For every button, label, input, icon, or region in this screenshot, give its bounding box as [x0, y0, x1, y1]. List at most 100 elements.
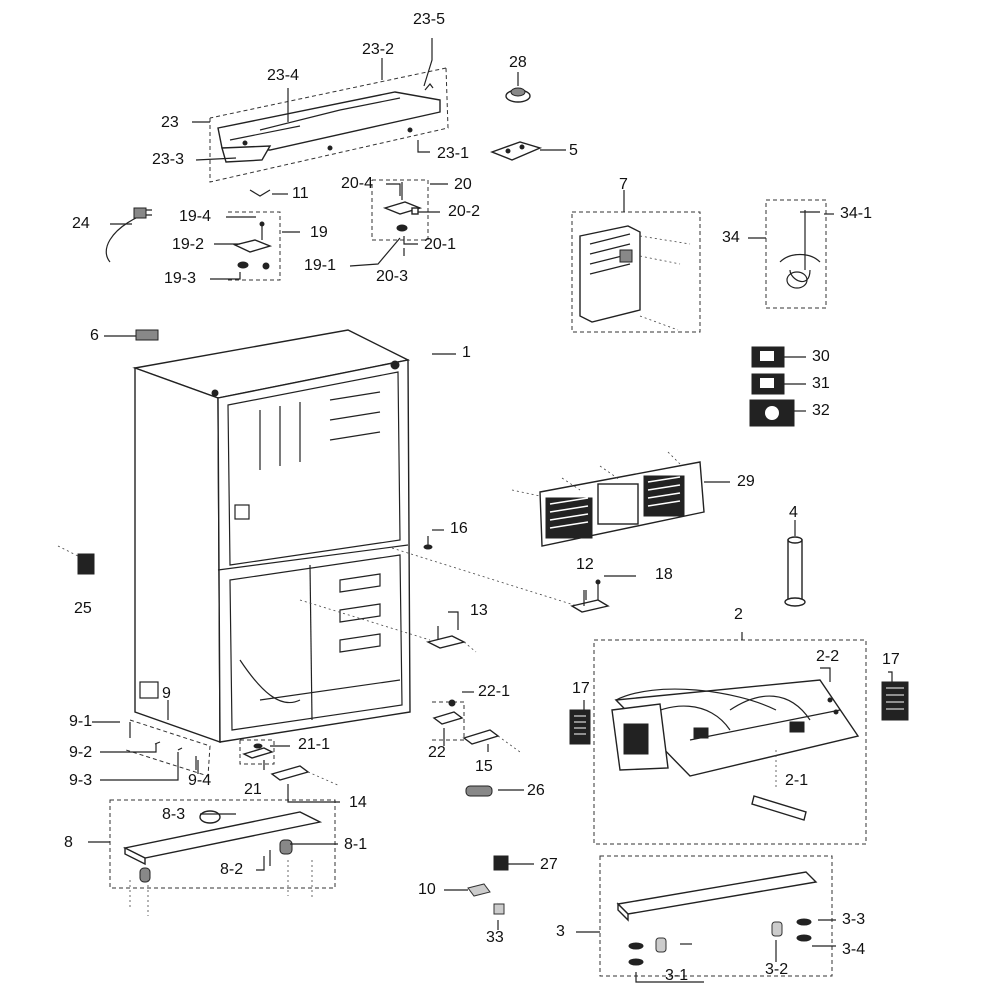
- label-part-17-left[interactable]: 17: [572, 680, 590, 697]
- part-29-rear-grille[interactable]: [511, 451, 705, 547]
- label-part-6[interactable]: 6: [90, 327, 99, 344]
- label-part-19-2[interactable]: 19-2: [172, 236, 205, 253]
- part-25-cover[interactable]: [57, 545, 95, 575]
- label-part-29[interactable]: 29: [737, 473, 755, 490]
- part-34-tube-assembly[interactable]: [765, 199, 827, 309]
- label-part-16[interactable]: 16: [450, 520, 468, 537]
- label-part-15[interactable]: 15: [475, 758, 493, 775]
- label-part-33[interactable]: 33: [486, 929, 504, 946]
- label-part-34-1[interactable]: 34-1: [840, 205, 873, 222]
- label-part-18[interactable]: 18: [655, 566, 673, 583]
- label-part-23-1[interactable]: 23-1: [437, 145, 470, 162]
- label-part-32[interactable]: 32: [812, 402, 830, 419]
- label-part-12[interactable]: 12: [576, 556, 594, 573]
- label-part-9[interactable]: 9: [162, 685, 171, 702]
- part-17-grille-right[interactable]: [881, 681, 909, 721]
- label-part-17-right[interactable]: 17: [882, 651, 900, 668]
- label-part-30[interactable]: 30: [812, 348, 830, 365]
- label-part-22[interactable]: 22: [428, 744, 446, 761]
- label-part-19-4[interactable]: 19-4: [179, 208, 212, 225]
- part-19-hinge-assembly[interactable]: [228, 211, 281, 281]
- label-part-22-1[interactable]: 22-1: [478, 683, 511, 700]
- part-14-bracket[interactable]: [270, 765, 341, 787]
- part-8-base-plate-assembly[interactable]: [109, 799, 336, 916]
- part-13-bracket[interactable]: [425, 626, 477, 653]
- label-part-9-3[interactable]: 9-3: [69, 772, 93, 789]
- label-part-8[interactable]: 8: [64, 834, 73, 851]
- label-part-23-4[interactable]: 23-4: [267, 67, 300, 84]
- part-33-nut[interactable]: [493, 903, 505, 915]
- part-18-screw[interactable]: [595, 579, 601, 600]
- label-part-19[interactable]: 19: [310, 224, 328, 241]
- label-part-31[interactable]: 31: [812, 375, 830, 392]
- label-part-24[interactable]: 24: [72, 215, 90, 232]
- label-part-20-2[interactable]: 20-2: [448, 203, 481, 220]
- label-part-1[interactable]: 1: [462, 344, 471, 361]
- label-part-9-1[interactable]: 9-1: [69, 713, 93, 730]
- part-2-1-bracket[interactable]: [751, 795, 807, 821]
- label-part-20[interactable]: 20: [454, 176, 472, 193]
- label-part-3-2[interactable]: 3-2: [765, 961, 789, 978]
- part-12-bracket[interactable]: [570, 590, 610, 613]
- part-31-control-board[interactable]: [751, 373, 785, 395]
- label-part-3-3[interactable]: 3-3: [842, 911, 866, 928]
- label-part-2[interactable]: 2: [734, 606, 743, 623]
- label-part-14[interactable]: 14: [349, 794, 367, 811]
- part-23-top-cover-assembly[interactable]: [209, 67, 449, 183]
- part-10-valve[interactable]: [467, 883, 491, 897]
- label-part-34[interactable]: 34: [722, 229, 740, 246]
- label-part-25[interactable]: 25: [74, 600, 92, 617]
- part-22-bracket-assembly[interactable]: [432, 701, 465, 741]
- label-part-9-4[interactable]: 9-4: [188, 772, 212, 789]
- label-part-9-2[interactable]: 9-2: [69, 744, 93, 761]
- label-part-21-1[interactable]: 21-1: [298, 736, 331, 753]
- part-2-2-screws[interactable]: [827, 697, 839, 715]
- label-part-20-3[interactable]: 20-3: [376, 268, 409, 285]
- part-5-hinge-bracket[interactable]: [490, 141, 543, 161]
- label-part-4[interactable]: 4: [789, 504, 798, 521]
- label-part-28[interactable]: 28: [509, 54, 527, 71]
- label-part-26[interactable]: 26: [527, 782, 545, 799]
- part-9-leg-cover-assembly[interactable]: [125, 719, 211, 777]
- part-24-power-cord[interactable]: [105, 207, 152, 263]
- part-16-screw[interactable]: [423, 536, 433, 550]
- part-15-bracket[interactable]: [462, 729, 521, 753]
- label-part-10[interactable]: 10: [418, 881, 436, 898]
- label-part-19-1[interactable]: 19-1: [304, 257, 337, 274]
- label-part-11[interactable]: 11: [292, 185, 309, 202]
- part-30-control-board[interactable]: [751, 346, 785, 368]
- label-part-8-3[interactable]: 8-3: [162, 806, 186, 823]
- part-26-roller[interactable]: [465, 785, 493, 797]
- label-part-3-1[interactable]: 3-1: [665, 967, 689, 984]
- label-part-23-2[interactable]: 23-2: [362, 41, 395, 58]
- part-2-machine-compartment-assembly[interactable]: [593, 639, 867, 845]
- part-20-hinge-assembly[interactable]: [371, 179, 429, 241]
- label-part-3[interactable]: 3: [556, 923, 565, 940]
- label-part-13[interactable]: 13: [470, 602, 488, 619]
- label-part-23-3[interactable]: 23-3: [152, 151, 185, 168]
- part-21-bracket-assembly[interactable]: [239, 739, 275, 765]
- label-part-8-1[interactable]: 8-1: [344, 836, 368, 853]
- part-17-grille-left[interactable]: [569, 709, 591, 745]
- label-part-27[interactable]: 27: [540, 856, 558, 873]
- part-4-drain-pipe[interactable]: [784, 536, 806, 607]
- label-part-19-3[interactable]: 19-3: [164, 270, 197, 287]
- label-part-20-4[interactable]: 20-4: [341, 175, 374, 192]
- label-part-23-5[interactable]: 23-5: [413, 11, 446, 28]
- label-part-3-4[interactable]: 3-4: [842, 941, 866, 958]
- part-32-control-board[interactable]: [749, 399, 795, 427]
- label-part-8-2[interactable]: 8-2: [220, 861, 244, 878]
- part-28-leveling-foot[interactable]: [505, 87, 531, 103]
- label-part-2-1[interactable]: 2-1: [785, 772, 809, 789]
- part-11-clip[interactable]: [249, 189, 271, 197]
- label-part-2-2[interactable]: 2-2: [816, 648, 840, 665]
- label-part-5[interactable]: 5: [569, 142, 578, 159]
- part-27-holder[interactable]: [493, 855, 509, 871]
- part-3-front-base-assembly[interactable]: [599, 855, 833, 977]
- label-part-7[interactable]: 7: [619, 176, 628, 193]
- label-part-21[interactable]: 21: [244, 781, 262, 798]
- part-7-rear-cover[interactable]: [571, 211, 701, 333]
- label-part-20-1[interactable]: 20-1: [424, 236, 457, 253]
- label-part-23[interactable]: 23: [161, 114, 179, 131]
- part-6-bracket[interactable]: [135, 329, 159, 341]
